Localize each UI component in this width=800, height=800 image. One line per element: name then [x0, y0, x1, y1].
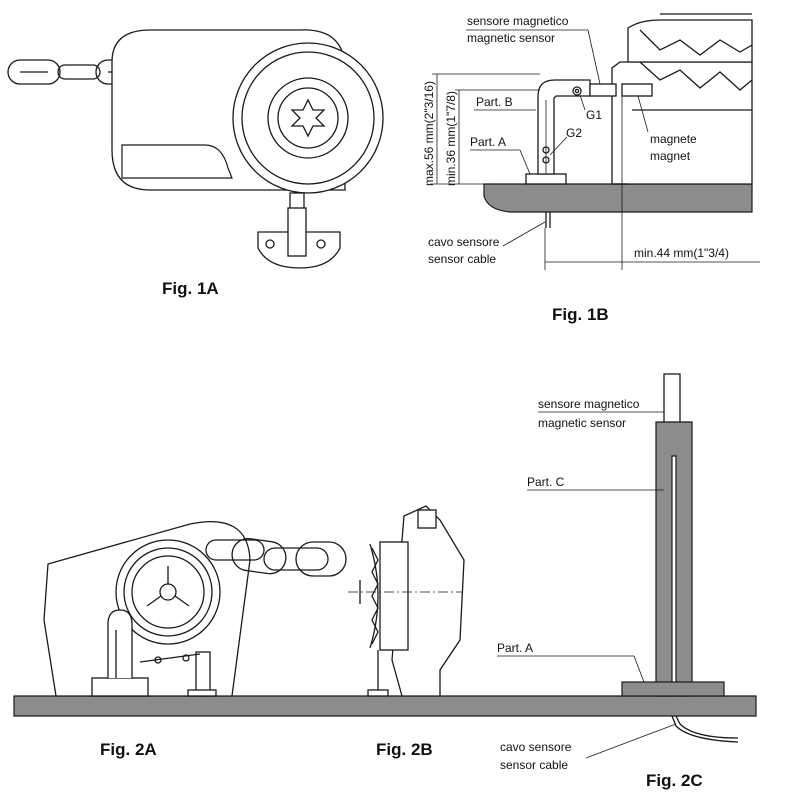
fig1b-sensor-en: magnetic sensor: [467, 31, 555, 45]
fig1b-part-b: Part. B: [476, 95, 513, 109]
fig-2c-caption: Fig. 2C: [646, 771, 703, 790]
fig1b-sensor-it: sensore magnetico: [467, 14, 569, 28]
fig1b-g2: G2: [566, 126, 582, 140]
fig1b-min-dim: min.36 mm(1"7/8): [444, 91, 458, 186]
fig1b-magnet-en: magnet: [650, 149, 691, 163]
fig1b-cable-en: sensor cable: [428, 252, 496, 266]
part-a-plate: [621, 681, 725, 697]
fig1b-g1: G1: [586, 108, 602, 122]
fig2c-part-a: Part. A: [497, 641, 533, 655]
part-a-base: [525, 173, 567, 185]
deck-section: [483, 183, 753, 213]
fig2c-sensor-en: magnetic sensor: [538, 416, 626, 430]
fig2c-cable-en: sensor cable: [500, 758, 568, 772]
fig1b-cable-it: cavo sensore: [428, 235, 500, 249]
fig1b-min-dist: min.44 mm(1"3/4): [634, 246, 729, 260]
fig-1a-caption: Fig. 1A: [162, 279, 219, 298]
magnetic-sensor: [589, 83, 617, 97]
part-c-bracket: [655, 421, 693, 697]
fig2c-sensor-it: sensore magnetico: [538, 397, 640, 411]
fig1b-magnet-it: magnete: [650, 132, 697, 146]
fig-1b-caption: Fig. 1B: [552, 305, 609, 324]
deck-bottom: [13, 695, 757, 717]
magnet: [621, 83, 653, 97]
fig-2b-caption: Fig. 2B: [376, 740, 433, 759]
sensor-cable: [671, 715, 739, 743]
part-b-bracket: [537, 79, 591, 175]
fig2c-part-c: Part. C: [527, 475, 565, 489]
drum-outer: [232, 42, 384, 194]
sensor-mount-detail: [430, 13, 760, 270]
windlass-side-view: [43, 520, 347, 697]
windlass-front-view: [348, 505, 465, 697]
gypsy-hub: [290, 98, 326, 138]
tall-sensor-bracket: [497, 373, 739, 759]
fig1b-max-dim: max.56 mm(2"3/16): [422, 81, 436, 186]
windlass-top-view: [7, 29, 384, 269]
fig2c-cable-it: cavo sensore: [500, 740, 572, 754]
chain-pipe: [121, 144, 233, 179]
fig1b-part-a: Part. A: [470, 135, 506, 149]
fig-2a-caption: Fig. 2A: [100, 740, 157, 759]
